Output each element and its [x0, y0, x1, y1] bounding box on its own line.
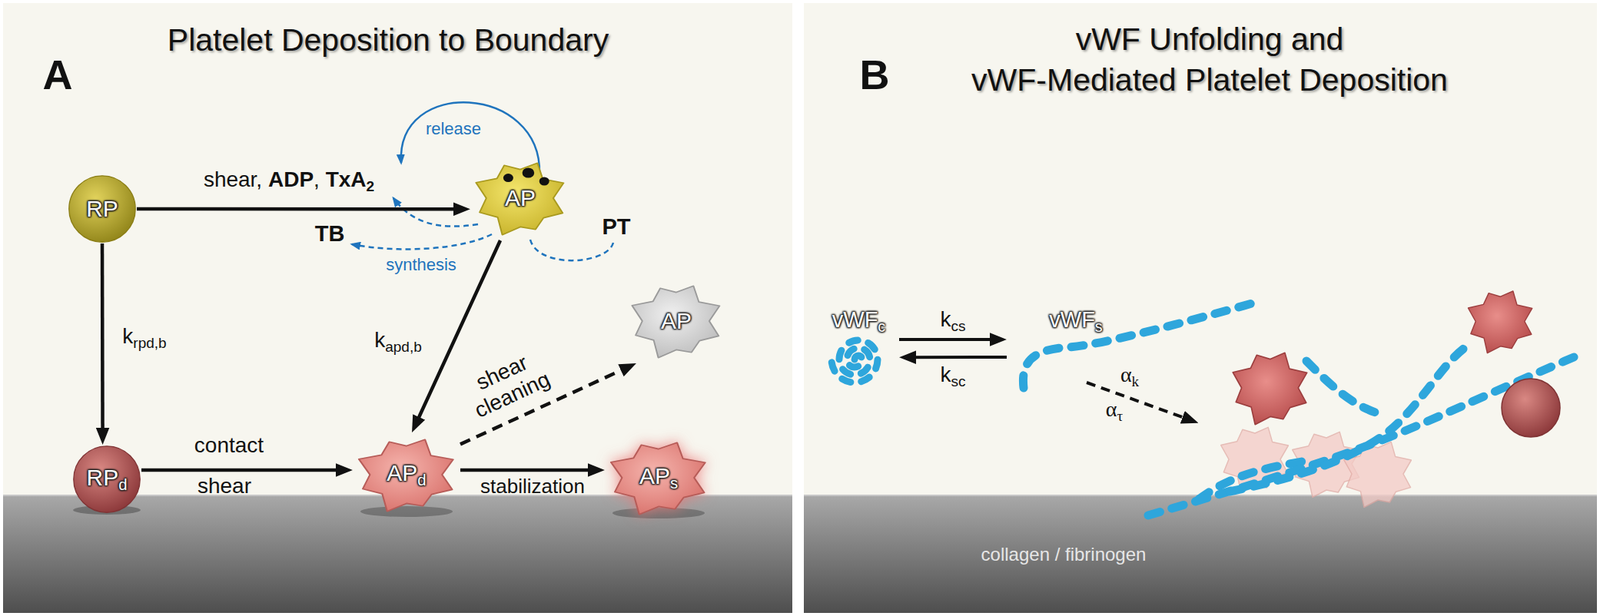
bold-run: ADP	[268, 167, 314, 192]
edge-label: stabilization	[480, 475, 585, 499]
edge-label: kapd,b	[374, 328, 422, 356]
rate-symbol: ατ	[1105, 397, 1123, 425]
subscript: τ	[1117, 408, 1124, 425]
shadow	[360, 506, 453, 518]
process-label: release	[425, 119, 482, 139]
process-arrow	[136, 207, 465, 212]
process-arrow	[460, 468, 599, 473]
subscript: cs	[950, 318, 966, 335]
subscript: d	[118, 476, 127, 494]
node-label: APd	[386, 460, 426, 491]
panel-title: vWF Unfolding and vWF-Mediated Platelet …	[971, 19, 1448, 102]
edge-label: contact	[194, 433, 264, 459]
subscript: rpd,b	[132, 335, 166, 352]
panel-title: Platelet Deposition to Boundary	[167, 22, 609, 59]
panel-b	[803, 3, 1597, 614]
panel-letter: A	[43, 50, 74, 99]
edge-label: ksc	[939, 362, 966, 391]
node-label: RPd	[86, 464, 127, 495]
process-label: synthesis	[385, 255, 457, 275]
subscript: c	[877, 318, 886, 336]
subscript: apd,b	[385, 338, 422, 356]
granule-dot	[539, 177, 550, 186]
agonist-label: PT	[601, 214, 631, 240]
vwf-chain	[1306, 361, 1384, 415]
platelet-body	[358, 439, 454, 512]
bound-platelet	[1467, 291, 1532, 354]
edge-label: krpd,b	[122, 324, 166, 352]
panel-a	[3, 3, 793, 614]
vwf-stretched-chain	[1022, 301, 1261, 389]
vwf-chain	[1229, 345, 1468, 492]
platelet-body	[69, 175, 136, 243]
vwf-compact-coil	[831, 340, 878, 383]
process-arrow	[905, 355, 1007, 359]
vwf-compact: vWFc	[818, 305, 900, 387]
bold-run: TxA	[325, 167, 367, 192]
node-label: vWFs	[1048, 307, 1103, 336]
ground-a	[3, 494, 793, 614]
platelet-body	[631, 285, 720, 359]
vwf-chain	[1148, 355, 1580, 516]
subscript: k	[1131, 373, 1140, 390]
process-arrow	[141, 468, 347, 473]
node-label: AP	[660, 308, 692, 336]
deposition-arrow	[1086, 382, 1193, 422]
vwf-chains	[1148, 345, 1580, 516]
activated-platelet: AP	[470, 156, 571, 241]
panel-letter: B	[859, 50, 890, 99]
release-arrow	[401, 102, 540, 174]
removed-platelet: AP	[626, 278, 727, 364]
bound-platelet	[1232, 352, 1307, 425]
ground-b	[803, 494, 1597, 614]
synthesis-arrow	[351, 234, 492, 249]
shadow	[612, 507, 705, 519]
synthesis-arrow	[393, 198, 479, 227]
edge-note: shear	[197, 474, 252, 499]
rate-symbol: αk	[1120, 362, 1139, 391]
platelet-body	[475, 162, 564, 235]
node-label: APs	[639, 463, 678, 494]
platelet-body	[610, 442, 706, 515]
surface-label: collagen / fibrinogen	[981, 544, 1147, 566]
bound-resting-platelet	[1501, 378, 1561, 438]
node-label: vWFc	[832, 307, 886, 336]
deposited-activated-platelet: APd	[352, 432, 461, 518]
subscript: d	[417, 471, 426, 489]
node-label: RP	[86, 195, 119, 223]
node-label: AP	[504, 185, 536, 213]
granule-dot	[522, 167, 535, 178]
subscript: s	[1095, 318, 1103, 336]
resting-platelet: RP	[67, 174, 137, 244]
subscript: s	[670, 474, 678, 492]
process-arrow	[899, 338, 1001, 342]
process-arrow	[100, 243, 105, 439]
edge-label: shear cleaning	[460, 345, 555, 424]
text-line: vWF-Mediated Platelet Deposition	[971, 59, 1448, 101]
platelet-body	[73, 446, 140, 513]
agonist-label: TB	[315, 221, 346, 247]
granule-dot	[503, 173, 514, 183]
subscript: 2	[366, 178, 376, 195]
stabilized-platelet: APs	[604, 435, 713, 521]
subscript: sc	[950, 373, 966, 390]
deposited-resting-platelet: RPd	[72, 444, 142, 515]
text-line: vWF Unfolding and	[971, 19, 1448, 60]
edge-label: kcs	[939, 307, 966, 336]
edge-label: shear, ADP, TxA2	[203, 167, 375, 196]
pt-loop	[530, 239, 614, 261]
